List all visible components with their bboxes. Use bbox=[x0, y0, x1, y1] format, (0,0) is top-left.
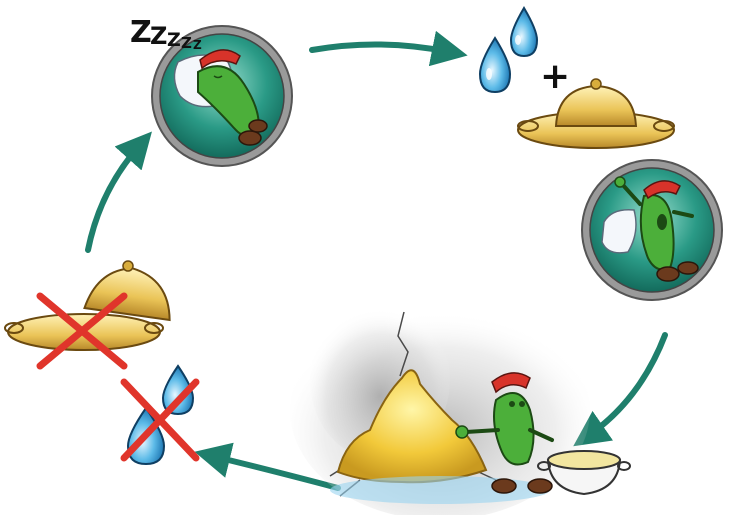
crossed-dish-icon bbox=[5, 261, 176, 366]
svg-text:Z: Z bbox=[193, 38, 202, 52]
water-drops-icon bbox=[480, 8, 537, 92]
spore-cloud-scene bbox=[290, 300, 630, 515]
svg-text:Z: Z bbox=[181, 34, 192, 52]
arrow-dry-to-sleep bbox=[88, 145, 140, 250]
arrow-sleep-to-water bbox=[312, 44, 450, 52]
svg-text:Z: Z bbox=[150, 22, 167, 50]
waking-bean-medallion bbox=[582, 160, 722, 300]
plus-sign: + bbox=[540, 56, 570, 97]
shoe bbox=[492, 479, 516, 493]
crossed-water-icon bbox=[124, 366, 196, 464]
shoe bbox=[678, 262, 698, 274]
arrow-wake-to-spores bbox=[588, 335, 665, 436]
svg-text:Z: Z bbox=[167, 29, 181, 51]
sleep-zzz: Z Z Z Z Z bbox=[130, 15, 202, 52]
shoe bbox=[239, 131, 261, 145]
shoe bbox=[528, 479, 552, 493]
shoe bbox=[249, 120, 267, 132]
puddle bbox=[330, 476, 550, 504]
svg-text:Z: Z bbox=[130, 15, 152, 50]
shoe bbox=[657, 267, 679, 281]
